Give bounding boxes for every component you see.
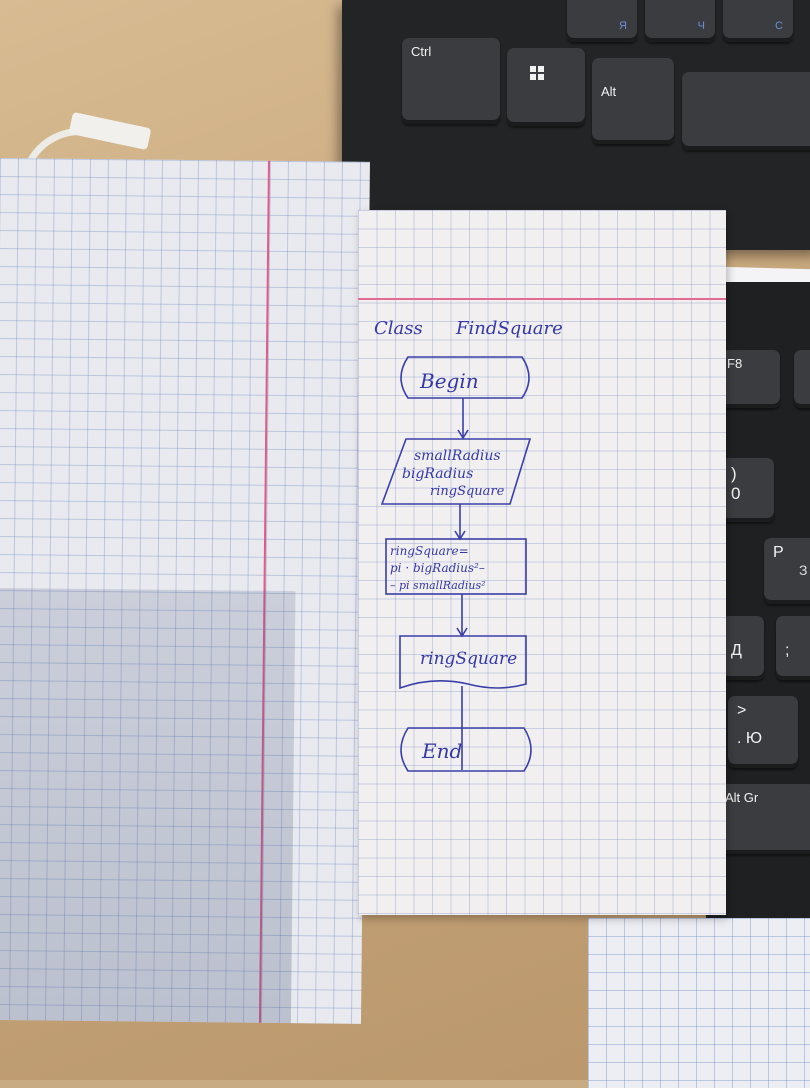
key-zero-paren: ) [731,464,737,483]
key-d-label: Д [731,642,742,659]
key-x-label: X [654,0,663,3]
notebook-shadow [0,587,296,1024]
key-yu: > . Ю [728,696,798,768]
key-x-cyr: Ч [697,20,705,32]
key-f9 [794,350,810,408]
key-yu-greater: > [737,702,747,719]
key-yu-label: . Ю [737,730,763,747]
begin-label: Begin [419,369,479,393]
key-semicolon: ; [776,616,810,680]
begin-terminator [400,356,530,399]
input-line-1: smallRadius [414,448,501,464]
output-document-shape [399,635,527,690]
key-ctrl: Ctrl [402,38,500,124]
input-line-3: ringSquare [430,484,505,499]
end-terminator [400,727,532,772]
title-class: Class [374,318,423,339]
key-p: P З [764,538,810,604]
key-p-cyr: З [799,562,808,578]
key-p-label: P [773,544,784,561]
key-space [682,72,810,150]
key-zero-label: 0 [731,484,741,503]
flowchart: Class FindSquare Begin smallRadius bigRa… [374,318,563,772]
key-c-cyr: С [775,20,783,32]
flowchart-sheet: Class FindSquare Begin smallRadius bigRa… [358,210,726,915]
key-z-label: Z [576,0,584,3]
arrow-head-input [457,429,469,440]
process-line-1: ringSquare= [390,544,469,558]
key-z-cyr: Я [619,20,627,32]
notebook-page [0,158,370,1024]
keyboard: Z Я X Ч C С Ctrl Alt [342,0,810,250]
title-name: FindSquare [455,318,563,339]
process-box [385,538,527,595]
key-x: X Ч [645,0,715,42]
input-line-2: bigRadius [402,466,473,482]
key-alt: Alt [592,58,674,144]
key-altgr-label: Alt Gr [725,790,759,805]
windows-logo-icon [530,66,544,80]
process-line-3: – pi smallRadius² [390,579,486,592]
sheet-margin-line [358,298,726,300]
output-label: ringSquare [420,649,517,669]
process-line-2: pi · bigRadius²– [390,561,485,575]
end-label: End [421,739,462,763]
key-f8-label: F8 [727,356,743,371]
key-altgr: Alt Gr [716,784,810,854]
key-c: C С [723,0,793,42]
key-zero: ) 0 [722,458,774,522]
key-semicolon-label: ; [785,642,790,659]
input-parallelogram [380,438,532,505]
key-alt-label: Alt [601,84,617,99]
key-ctrl-label: Ctrl [411,44,432,59]
grid-paper-corner [588,918,810,1088]
key-f8: F8 [718,350,780,408]
key-d: Д [722,616,764,680]
key-z: Z Я [567,0,637,42]
key-windows [507,48,585,126]
key-c-label: C [732,0,741,3]
